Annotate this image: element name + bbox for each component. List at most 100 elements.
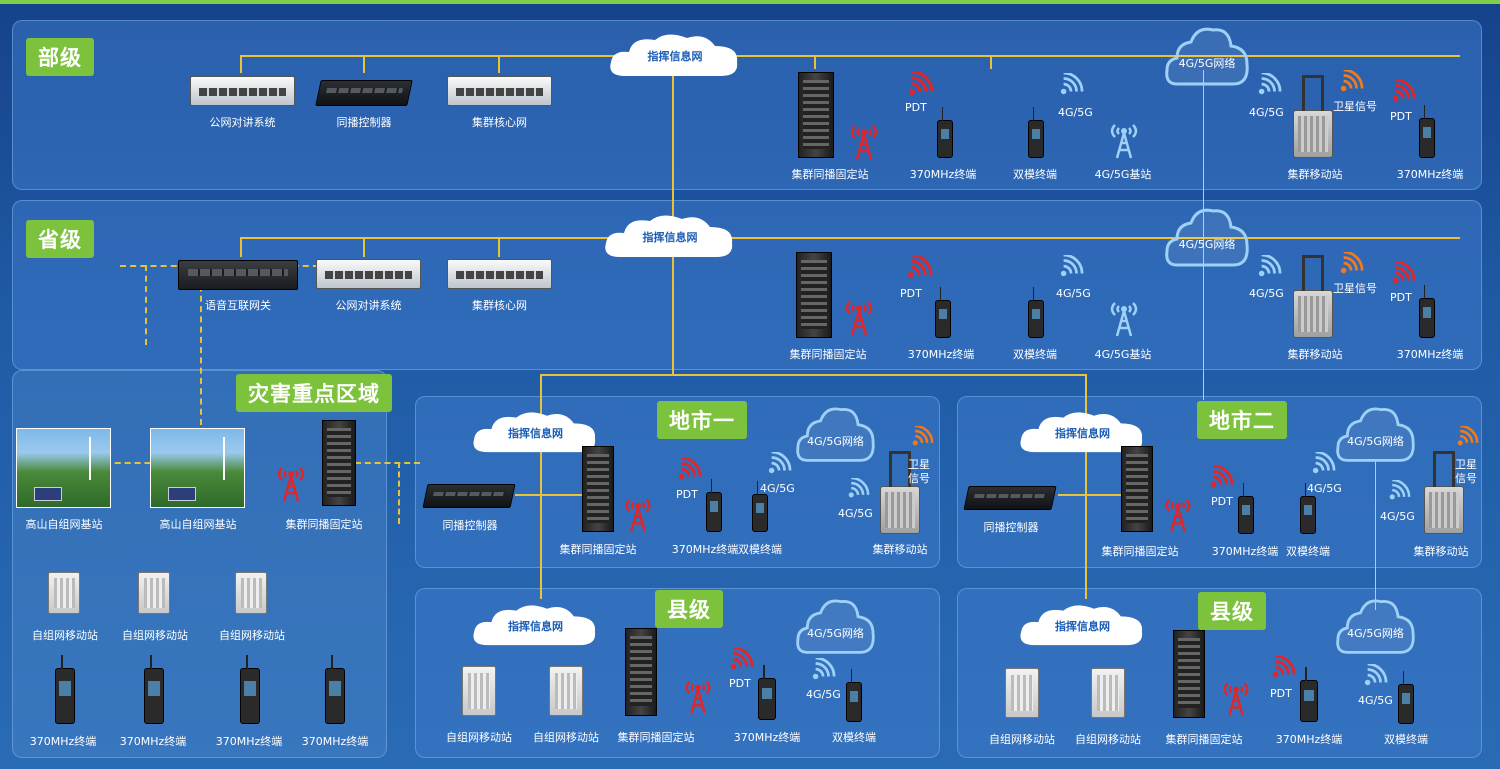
ministry-drop-5: [990, 55, 992, 69]
county2-command-cloud: [1020, 605, 1143, 646]
city1-command-text: 指挥信息网: [508, 427, 563, 440]
ministry-370b-radio: [1419, 105, 1435, 158]
disaster-dash-v1: [145, 265, 147, 345]
county2-adhoc-1: [1005, 668, 1039, 718]
adhoc-station-3-label: 自组网移动站: [219, 629, 285, 642]
simulcast-controller: [315, 80, 413, 106]
city1-4g-label: 4G/5G: [760, 482, 795, 495]
ministry-drop-3: [498, 55, 500, 73]
county2-pdt-label: PDT: [1270, 687, 1292, 700]
county2-370-radio: [1300, 667, 1318, 722]
ministry-pdt-label: PDT: [905, 101, 927, 114]
province-pdt-label: PDT: [900, 287, 922, 300]
city1-drop: [540, 374, 542, 599]
ministry-tower-icon: [850, 125, 878, 160]
county1-adhoc-1-label: 自组网移动站: [446, 731, 512, 744]
city2-mobile-station-label: 集群移动站: [1413, 545, 1469, 558]
ministry-drop-4: [814, 55, 816, 69]
public-talk-server: [190, 76, 295, 106]
city2-command-text: 指挥信息网: [1055, 427, 1110, 440]
ministry-fixed-station-label: 集群同播固定站: [791, 168, 869, 181]
ministry-net-text: 4G/5G网络: [1178, 57, 1236, 70]
city2-net-line: [1375, 460, 1376, 610]
province-level-tag: 省级: [26, 220, 94, 258]
ministry-drop-2: [363, 55, 365, 73]
province-bs-label: 4G/5G基站: [1094, 348, 1152, 361]
province-tower-icon: [845, 301, 873, 336]
ministry-370b-label: 370MHz终端: [1396, 168, 1464, 181]
province-net-text: 4G/5G网络: [1178, 238, 1236, 251]
county1-dual-radio: [846, 669, 862, 722]
ministry-sat-label: 卫星信号: [1333, 100, 1377, 113]
province-core-net-label: 集群核心网: [472, 299, 527, 312]
core-net-server: [447, 76, 552, 106]
county2-fixed-station-label: 集群同播固定站: [1165, 733, 1243, 746]
county1-tower-icon: [685, 680, 711, 714]
province-bus: [240, 237, 1460, 239]
county1-net-text: 4G/5G网络: [807, 626, 864, 640]
province-4g-signal-icon: [1060, 255, 1084, 277]
province-drop-3: [498, 237, 500, 257]
city2-branch: [1058, 494, 1128, 496]
province-command-text: 指挥信息网: [642, 231, 698, 244]
simulcast-controller-label: 同播控制器: [336, 116, 392, 129]
province-370b-label: 370MHz终端: [1396, 348, 1464, 361]
city2-370-radio: [1238, 483, 1254, 534]
province-public-talk-label: 公网对讲系统: [335, 299, 402, 312]
city2-mobile-4g-icon: [1389, 480, 1411, 500]
ministry-370-label: 370MHz终端: [909, 168, 977, 181]
voice-gateway: [178, 260, 298, 290]
ministry-bus: [240, 55, 1460, 57]
mountain-bs-left-image: [16, 428, 111, 508]
city1-pdt-signal-icon: [678, 458, 702, 480]
city2-mobile-4g-label: 4G/5G: [1380, 510, 1415, 523]
county1-fixed-station-label: 集群同播固定站: [617, 731, 695, 744]
ministry-370-radio: [937, 107, 953, 158]
ministry-bs-label: 4G/5G基站: [1094, 168, 1152, 181]
city2-sat-label-b: 信号: [1455, 472, 1477, 485]
county2-dual-radio: [1398, 671, 1414, 724]
adhoc-station-3: [235, 572, 267, 614]
city1-sat-signal-icon: [912, 426, 934, 446]
city1-370-radio: [706, 479, 722, 532]
county1-command-cloud: [473, 605, 596, 646]
city2-simulcast-label: 同播控制器: [983, 521, 1039, 534]
city1-tower-icon: [625, 498, 651, 532]
city1-mobile-4g-label: 4G/5G: [838, 507, 873, 520]
ministry-command-text: 指挥信息网: [647, 50, 703, 63]
county1-net-cloud: [796, 599, 875, 654]
county1-fixed-station-rack: [625, 628, 657, 716]
ministry-4g-label: 4G/5G: [1058, 106, 1093, 119]
city1-net-cloud: [796, 407, 875, 462]
province-public-talk-server: [316, 259, 421, 289]
county1-adhoc-2: [549, 666, 583, 716]
disaster-radio-1-label: 370MHz终端: [29, 735, 97, 748]
city2-4g-label: 4G/5G: [1307, 482, 1342, 495]
ministry-bs-tower-icon: [1110, 124, 1138, 159]
mountain-bs-left-label: 高山自组网基站: [25, 518, 103, 531]
city2-sat-label-a: 卫星: [1455, 458, 1477, 471]
ministry-4g-signal-icon: [1060, 73, 1084, 95]
county1-level-tag: 县级: [655, 590, 723, 628]
county2-pdt-signal-icon: [1272, 656, 1296, 678]
city2-mobile-station: [1424, 451, 1464, 534]
voice-gateway-label: 语音互联网关: [205, 299, 271, 312]
province-dual-radio: [1028, 287, 1044, 338]
ministry-mobile-4g-label: 4G/5G: [1249, 106, 1284, 119]
disaster-fixed-station-rack: [322, 420, 356, 506]
city2-simulcast-controller: [963, 486, 1057, 510]
ministry-pdt-signal-icon: [909, 72, 934, 95]
province-core-net-server: [447, 259, 552, 289]
disaster-radio-3: [240, 655, 260, 724]
mountain-bs-right-image: [150, 428, 245, 508]
adhoc-station-2-label: 自组网移动站: [122, 629, 188, 642]
disaster-dash-down: [398, 462, 400, 524]
core-net-label: 集群核心网: [472, 116, 527, 129]
city1-mobile-4g-icon: [848, 478, 870, 498]
city1-simulcast-controller: [422, 484, 516, 508]
city2-pdt-signal-icon: [1210, 466, 1234, 488]
county2-adhoc-2-label: 自组网移动站: [1075, 733, 1141, 746]
county2-4g-signal-icon: [1364, 664, 1388, 686]
province-370b-radio: [1419, 285, 1435, 338]
disaster-dash-v2: [200, 265, 202, 425]
